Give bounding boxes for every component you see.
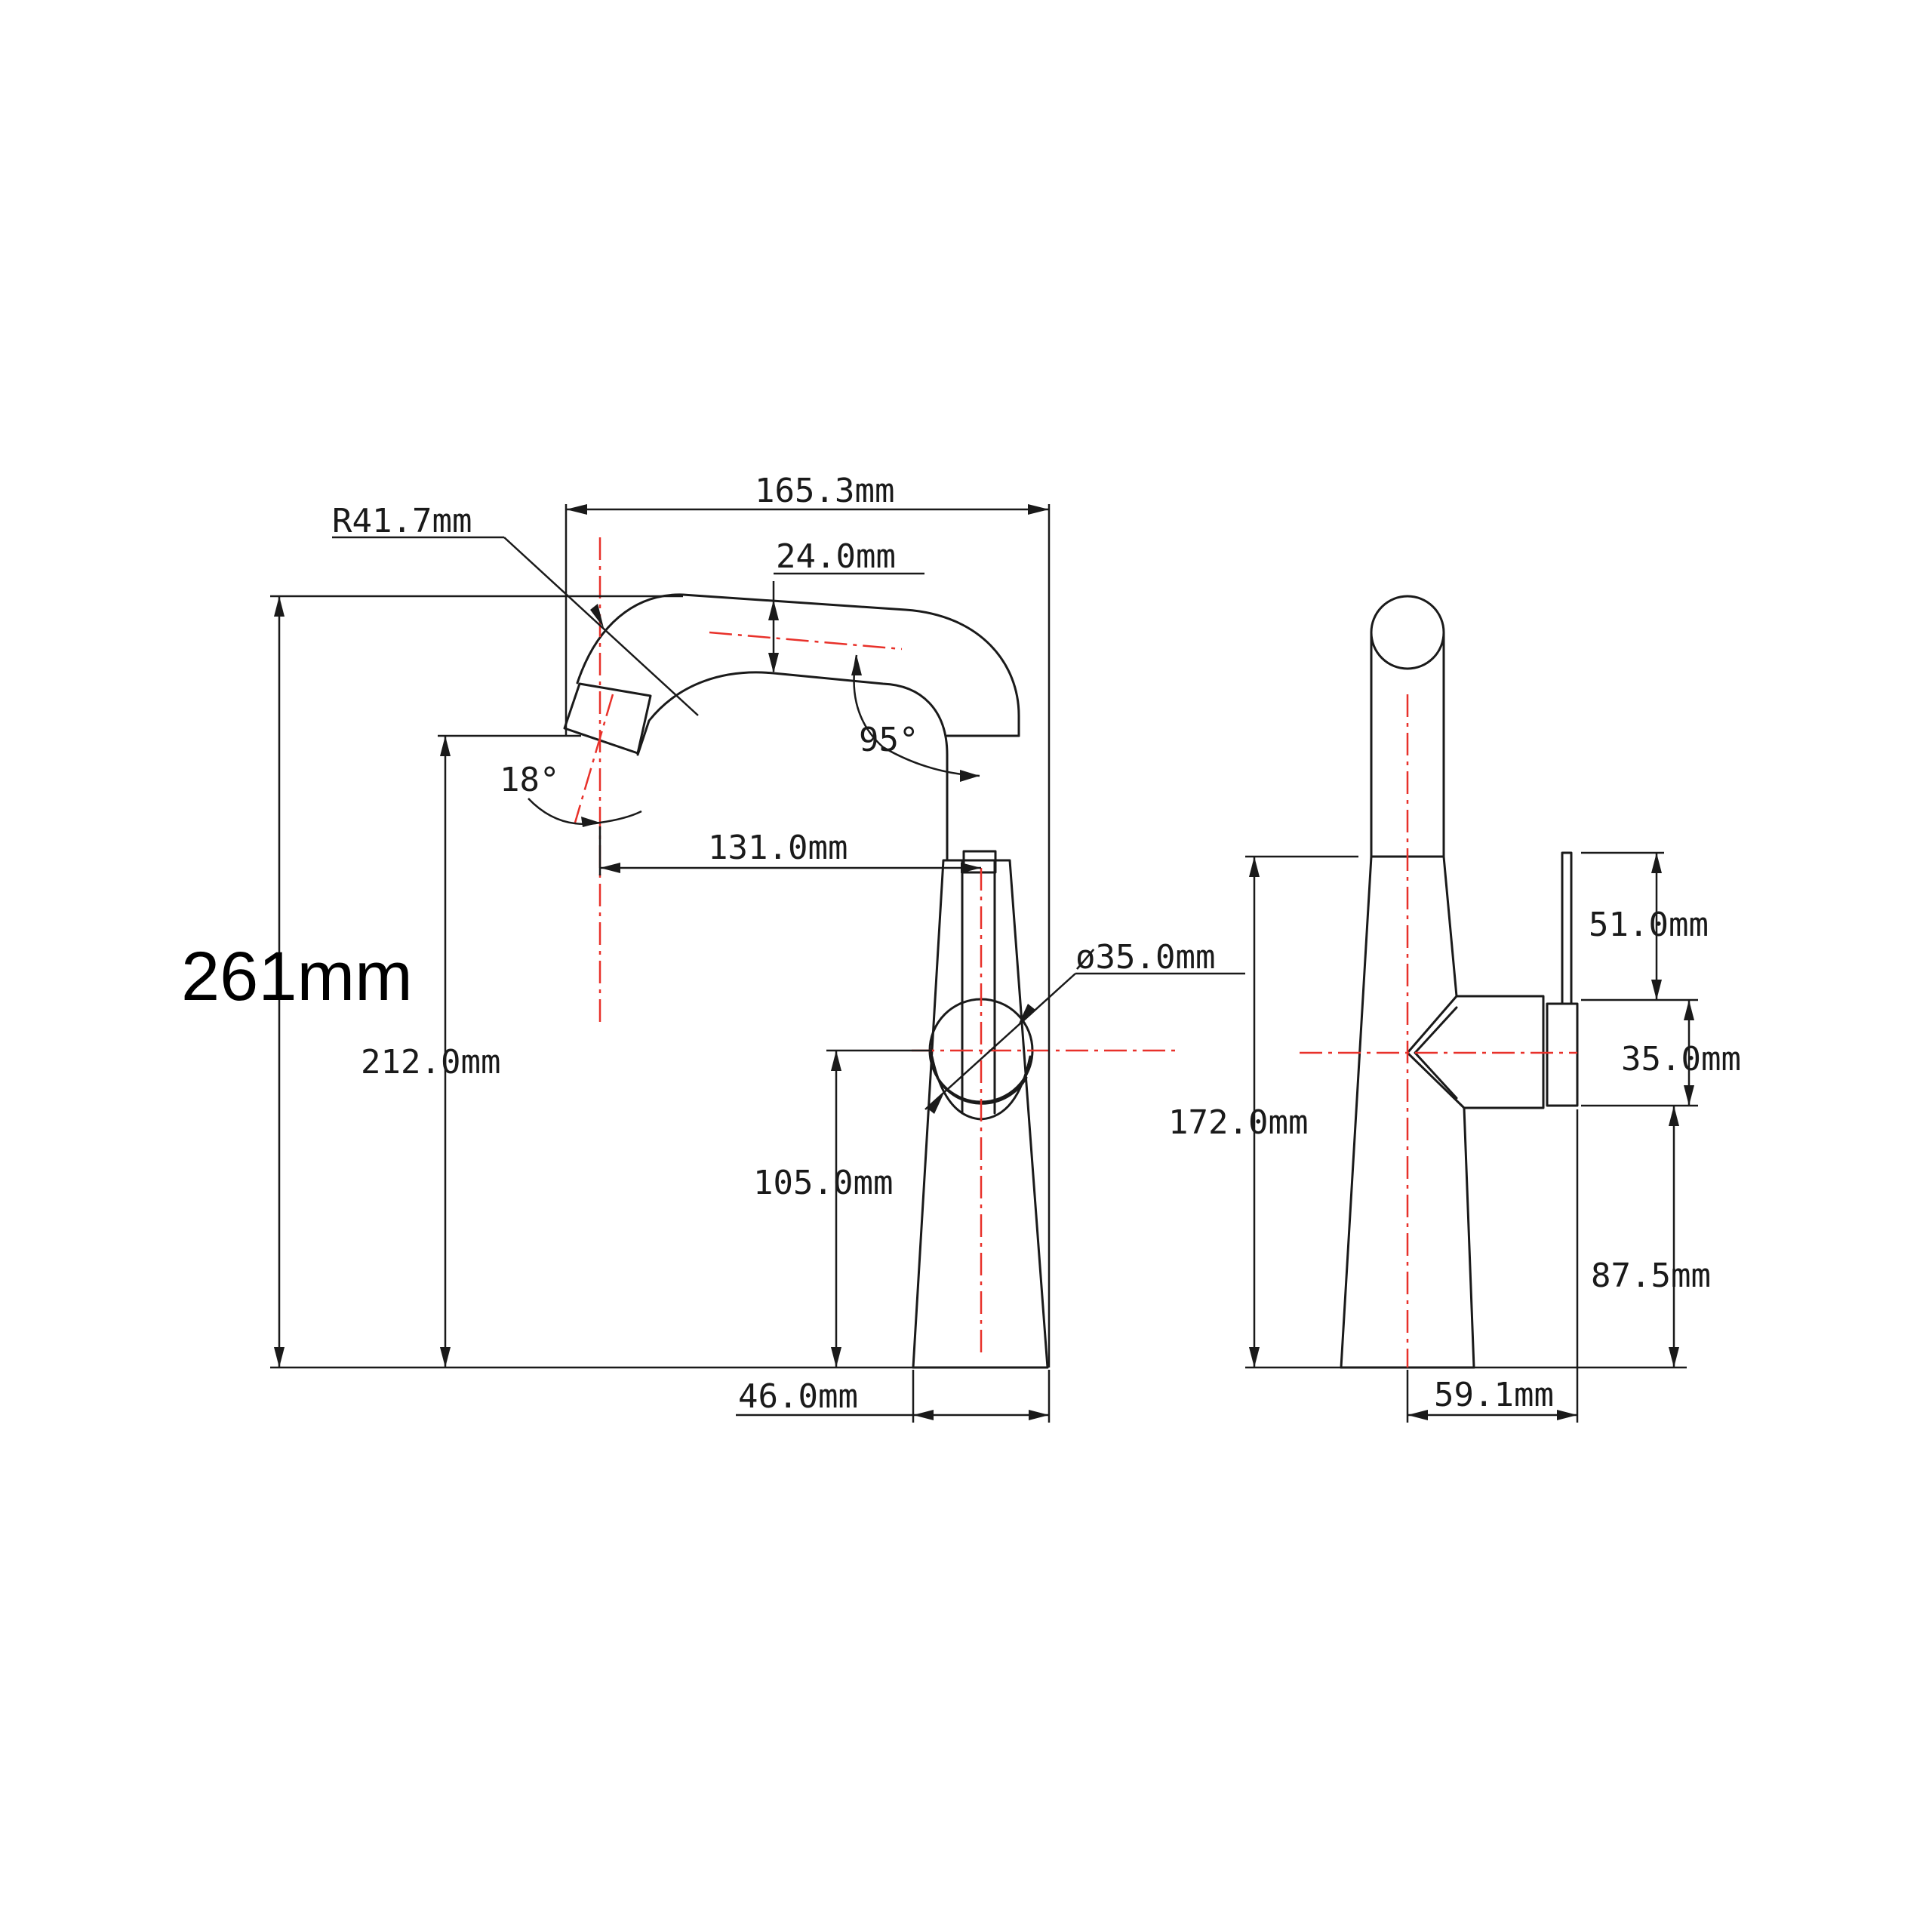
dim-spout-radius: R41.7mm	[332, 502, 699, 716]
dim-handle-height: 87.5mm	[1474, 1106, 1711, 1369]
dim-outlet-angle: 18°	[500, 761, 642, 827]
label-spout-angle: 95°	[859, 721, 918, 759]
label-handle-center-height: 105.0mm	[753, 1164, 893, 1202]
dim-overall-width: 165.3mm	[565, 472, 1051, 1367]
label-body-height: 172.0mm	[1168, 1103, 1308, 1142]
side-view: 172.0mm 51.0mm 35.0mm 87.5mm	[1168, 595, 1741, 1423]
front-body-outline	[912, 850, 1049, 1369]
label-handle-offset: 59.1mm	[1434, 1376, 1554, 1414]
dim-body-height: 172.0mm	[1168, 855, 1358, 1369]
label-handle-diameter: ø35.0mm	[1075, 938, 1215, 977]
dim-handle-offset: 59.1mm	[1406, 1109, 1579, 1423]
label-reach: 131.0mm	[708, 829, 848, 867]
dim-outlet-height: 212.0mm	[361, 734, 581, 1367]
label-spout-thickness: 24.0mm	[776, 537, 896, 576]
front-spout-centerline	[709, 631, 903, 651]
dim-handle-width: 35.0mm	[1581, 1000, 1741, 1107]
front-view: 165.3mm R41.7mm 24.0mm 95° 1	[181, 472, 1245, 1423]
side-handle	[1406, 851, 1579, 1109]
dim-spout-thickness: 24.0mm	[768, 537, 924, 673]
dim-handle-diameter: ø35.0mm	[924, 938, 1245, 1114]
dim-handle-center-height: 105.0mm	[753, 1049, 932, 1367]
label-overall-height: 261mm	[181, 938, 413, 1015]
dim-overall-height: 261mm	[181, 595, 913, 1369]
front-outlet-axis	[574, 694, 614, 823]
front-spout	[563, 593, 1020, 862]
label-base-width: 46.0mm	[738, 1377, 858, 1416]
dim-spout-angle: 95°	[851, 654, 980, 782]
label-outlet-height: 212.0mm	[361, 1043, 500, 1081]
label-spout-radius: R41.7mm	[332, 502, 472, 540]
label-outlet-angle: 18°	[500, 761, 559, 799]
dim-lever-length: 51.0mm	[1581, 851, 1709, 1001]
label-lever-length: 51.0mm	[1589, 906, 1709, 944]
dim-reach: 131.0mm	[598, 826, 981, 875]
label-overall-width: 165.3mm	[755, 472, 894, 510]
label-handle-height: 87.5mm	[1591, 1257, 1711, 1295]
dim-base-width: 46.0mm	[736, 1370, 1051, 1423]
side-body-outline	[1340, 595, 1475, 1369]
label-handle-width: 35.0mm	[1621, 1040, 1741, 1078]
